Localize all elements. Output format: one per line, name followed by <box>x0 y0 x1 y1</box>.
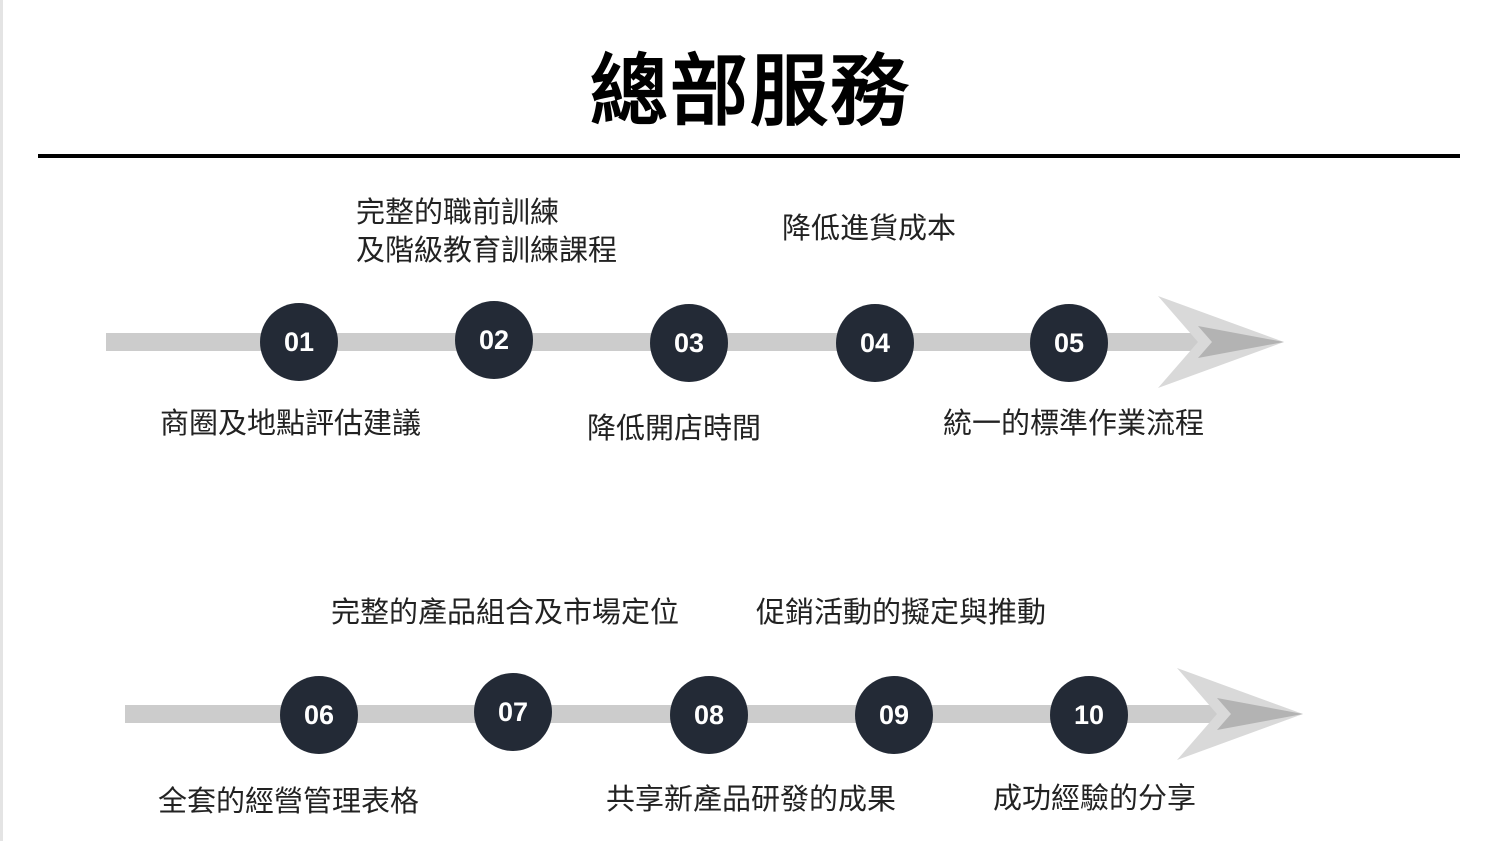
step-circle: 01 <box>260 303 338 381</box>
step-circle: 09 <box>855 676 933 754</box>
label-below: 統一的標準作業流程 <box>943 406 1205 440</box>
arrow-head-icon <box>1158 296 1284 388</box>
step-circle: 10 <box>1050 676 1128 754</box>
label-above: 完整的產品組合及市場定位 <box>331 595 680 629</box>
step-circle: 06 <box>280 676 358 754</box>
label-above: 完整的職前訓練 及階級教育訓練課程 <box>356 193 617 269</box>
step-circle: 07 <box>474 673 552 751</box>
label-below: 成功經驗的分享 <box>993 781 1197 815</box>
left-edge-shade <box>0 0 3 841</box>
label-below: 共享新產品研發的成果 <box>606 782 897 816</box>
step-circle: 05 <box>1030 304 1108 382</box>
page-title: 總部服務 <box>589 47 910 137</box>
title-divider <box>38 154 1460 158</box>
arrow-head-icon <box>1177 668 1303 760</box>
label-above: 降低進貨成本 <box>782 211 957 245</box>
step-circle: 04 <box>836 304 914 382</box>
label-below: 全套的經營管理表格 <box>158 784 420 818</box>
label-below: 降低開店時間 <box>587 411 762 445</box>
step-circle: 08 <box>670 676 748 754</box>
label-line: 及階級教育訓練課程 <box>356 233 618 267</box>
label-below: 商圈及地點評估建議 <box>160 406 422 440</box>
label-above: 促銷活動的擬定與推動 <box>756 595 1047 629</box>
step-circle: 03 <box>650 304 728 382</box>
step-circle: 02 <box>455 301 533 379</box>
label-line: 完整的職前訓練 <box>356 195 560 229</box>
